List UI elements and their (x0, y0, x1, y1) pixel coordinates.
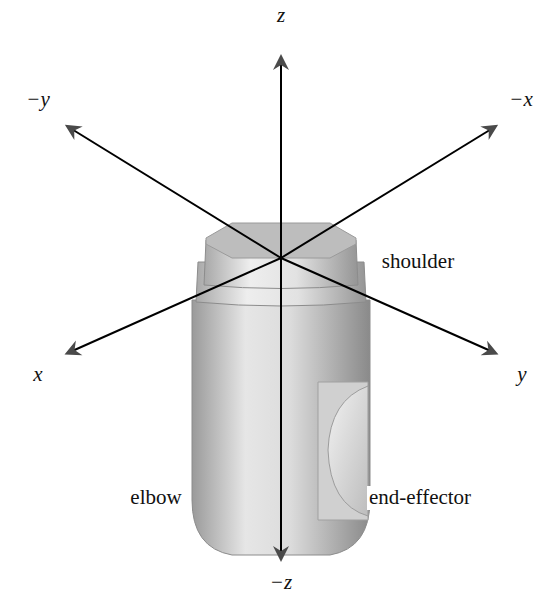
axis-line (70, 258, 281, 352)
axis-arrowhead (481, 341, 499, 356)
end-effector-sphere (328, 386, 368, 516)
axis-arrowhead (480, 125, 498, 140)
axis-line (280, 258, 282, 556)
axis-arrowhead (65, 341, 83, 356)
axis-arrowhead (65, 125, 83, 140)
axis-arrowhead (273, 546, 289, 562)
axis-label: x (33, 363, 42, 386)
part-label: elbow (128, 486, 183, 509)
axis-label: −x (509, 88, 533, 111)
axis-line (281, 128, 493, 258)
axis-arrowhead (273, 54, 289, 70)
axis-line (70, 128, 281, 258)
axis-label: −y (26, 88, 50, 111)
part-label: shoulder (380, 250, 456, 273)
axis-label: −z (270, 571, 292, 594)
axis-line (280, 60, 282, 258)
axis-label: z (277, 4, 285, 27)
part-label: end-effector (367, 486, 473, 509)
end-effector-part (318, 382, 368, 520)
axis-label: y (517, 363, 526, 386)
